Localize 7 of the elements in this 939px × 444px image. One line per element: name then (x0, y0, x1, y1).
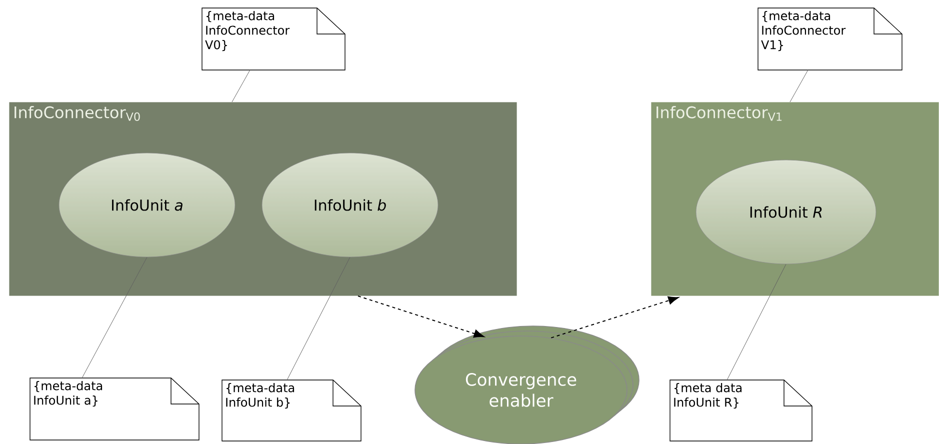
leader-line (82, 256, 148, 378)
leader-line (790, 70, 808, 102)
arrow (550, 296, 679, 338)
leader-line (232, 70, 250, 102)
leader-line (286, 256, 350, 380)
leader-line (726, 264, 786, 380)
arrow (358, 296, 484, 338)
